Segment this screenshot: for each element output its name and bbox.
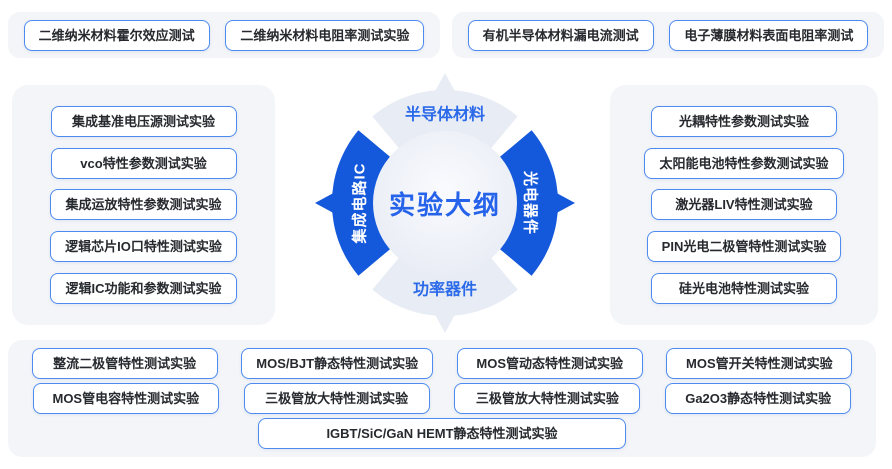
test-item-pill: vco特性参数测试实验 bbox=[50, 147, 237, 179]
test-item-pill: 二维纳米材料电阻率测试实验 bbox=[225, 19, 425, 51]
segment-label-top: 半导体材料 bbox=[405, 105, 485, 124]
test-item-pill: MOS管电容特性测试实验 bbox=[32, 383, 219, 414]
diagram-title: 实验大纲 bbox=[389, 190, 501, 220]
bottom-row-1: 整流二极管特性测试实验 MOS/BJT静态特性测试实验 MOS管动态特性测试实验… bbox=[8, 348, 876, 379]
test-item-pill: Ga2O3静态特性测试实验 bbox=[665, 383, 852, 414]
test-item-pill: 电子薄膜材料表面电阻率测试 bbox=[669, 19, 869, 51]
test-item-pill: 激光器LIV特性测试实验 bbox=[651, 189, 837, 221]
segment-label-right: 光电器件 bbox=[522, 170, 540, 235]
ring-segment-optoelectronic-devices bbox=[499, 130, 559, 276]
test-item-pill: 集成基准电压源测试实验 bbox=[50, 105, 237, 137]
test-item-pill: PIN光电二极管特性测试实验 bbox=[646, 231, 842, 263]
test-item-pill: MOS管动态特性测试实验 bbox=[456, 348, 643, 379]
ring-segment-semiconductor-materials bbox=[372, 89, 518, 149]
bottom-row-3: IGBT/SiC/GaN HEMT静态特性测试实验 bbox=[8, 418, 876, 449]
test-item-pill: MOS管开关特性测试实验 bbox=[666, 348, 853, 379]
bottom-row-2: MOS管电容特性测试实验 三极管放大特性测试实验 三极管放大特性测试实验 Ga2… bbox=[8, 383, 876, 414]
center-compass-chart: 半导体材料 功率器件 集成电路IC 光电器件 实验大纲 bbox=[315, 73, 575, 333]
center-disc bbox=[373, 131, 517, 275]
test-item-pill: 逻辑IC功能和参数测试实验 bbox=[50, 273, 237, 305]
test-item-pill: 三极管放大特性测试实验 bbox=[454, 383, 641, 414]
test-item-pill: 有机半导体材料漏电流测试 bbox=[467, 19, 654, 51]
test-item-pill: 太阳能电池特性参数测试实验 bbox=[644, 147, 844, 179]
segment-label-left: 集成电路IC bbox=[351, 162, 369, 244]
test-item-pill: 二维纳米材料霍尔效应测试 bbox=[23, 19, 210, 51]
top-group-materials-right: 有机半导体材料漏电流测试 电子薄膜材料表面电阻率测试 bbox=[452, 12, 884, 58]
test-item-pill: 光耦特性参数测试实验 bbox=[651, 105, 837, 137]
test-item-pill: 集成运放特性参数测试实验 bbox=[50, 189, 237, 221]
test-item-pill: MOS/BJT静态特性测试实验 bbox=[241, 348, 434, 379]
test-item-pill: 整流二极管特性测试实验 bbox=[31, 348, 218, 379]
test-item-pill: 三极管放大特性测试实验 bbox=[243, 383, 430, 414]
left-panel-ic-tests: 集成基准电压源测试实验 vco特性参数测试实验 集成运放特性参数测试实验 逻辑芯… bbox=[12, 85, 275, 325]
test-item-pill: IGBT/SiC/GaN HEMT静态特性测试实验 bbox=[258, 418, 626, 449]
ring-segment-power-devices bbox=[372, 257, 518, 317]
test-item-pill: 硅光电池特性测试实验 bbox=[651, 273, 837, 305]
right-panel-optoelectronic-tests: 光耦特性参数测试实验 太阳能电池特性参数测试实验 激光器LIV特性测试实验 PI… bbox=[610, 85, 878, 325]
test-item-pill: 逻辑芯片IO口特性测试实验 bbox=[50, 231, 237, 263]
top-group-materials-left: 二维纳米材料霍尔效应测试 二维纳米材料电阻率测试实验 bbox=[8, 12, 440, 58]
ring-segment-integrated-circuit bbox=[331, 130, 391, 276]
bottom-panel-power-device-tests: 整流二极管特性测试实验 MOS/BJT静态特性测试实验 MOS管动态特性测试实验… bbox=[8, 340, 876, 457]
segment-label-bottom: 功率器件 bbox=[413, 280, 477, 299]
